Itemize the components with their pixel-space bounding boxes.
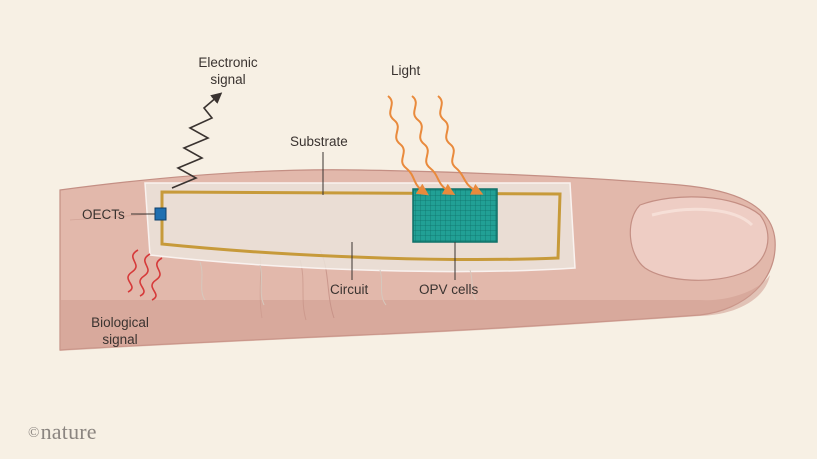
electronic-signal-arrow-icon xyxy=(171,92,223,189)
label-light: Light xyxy=(391,63,421,78)
label-electronic-signal: Electronic signal xyxy=(182,54,274,88)
copyright-mark: © xyxy=(28,425,40,441)
label-oects: OECTs xyxy=(82,207,125,222)
label-electronic-signal-line2: signal xyxy=(210,72,246,87)
light-ray-icon xyxy=(387,95,484,196)
nature-logo: ©nature xyxy=(28,419,97,445)
label-biological-signal-line2: signal xyxy=(102,332,138,347)
circuit-trace xyxy=(160,190,562,261)
oect-chip xyxy=(154,207,167,221)
label-electronic-signal-line1: Electronic xyxy=(198,55,258,70)
label-biological-signal: Biological signal xyxy=(78,314,162,348)
opv-cells-patch xyxy=(412,188,498,243)
label-circuit: Circuit xyxy=(330,282,369,297)
label-opv-cells: OPV cells xyxy=(419,282,479,297)
biological-signal-wave-icon xyxy=(127,249,163,301)
fingernail xyxy=(629,196,769,281)
label-substrate: Substrate xyxy=(290,134,348,149)
brand-name: nature xyxy=(40,419,97,444)
label-biological-signal-line1: Biological xyxy=(91,315,149,330)
